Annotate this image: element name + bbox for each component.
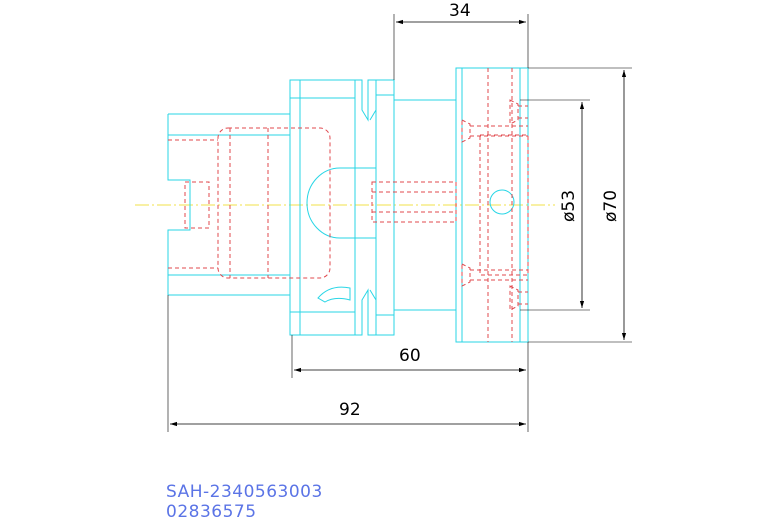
part-number-label: SAH-2340563003: [166, 482, 323, 502]
dimension-60: 60: [291, 335, 529, 378]
dimension-34-label: 34: [449, 1, 471, 21]
hidden-lines: [168, 68, 529, 342]
outer-diameter-label: ø70: [601, 190, 621, 222]
dimension-34: 34: [393, 1, 529, 80]
dimension-92: 92: [167, 295, 529, 432]
inner-diameter-label: ø53: [559, 190, 579, 222]
dimension-60-label: 60: [399, 346, 421, 366]
dimension-inner-diameter: ø53: [520, 99, 590, 311]
dimension-outer-diameter: ø70: [528, 67, 632, 343]
dimension-92-label: 92: [339, 400, 361, 420]
serial-number-label: 02836575: [166, 502, 257, 522]
part-outline: [167, 67, 529, 343]
